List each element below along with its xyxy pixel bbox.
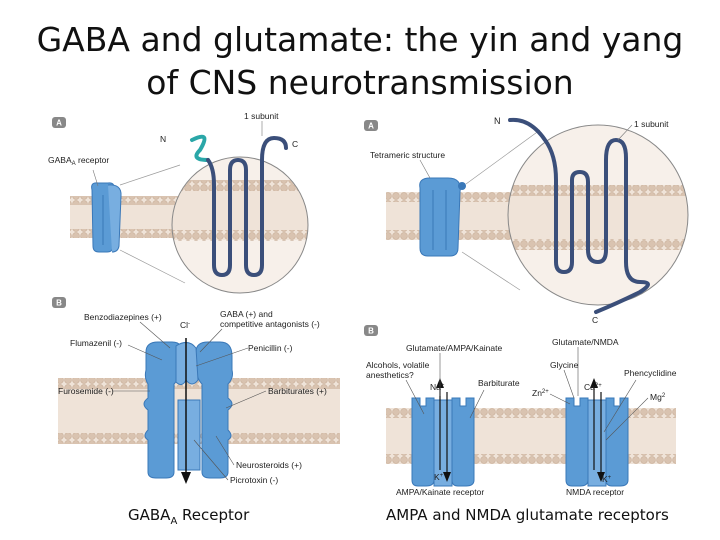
flumazenil-label: Flumazenil (-) [70,338,122,348]
phencyclidine-label: Phencyclidine [624,368,677,378]
mg-label: Mg2 [650,392,666,402]
gaba-line-1: GABA (+) and [220,309,273,319]
right-panel-b: B [364,325,677,497]
na-label: Na+ [430,382,445,392]
left-zoom-circle [172,157,308,293]
title-line-2: of CNS neurotransmission [146,63,574,102]
alcohols-line-2: anesthetics? [366,370,414,380]
furosemide-label: Furosemide (-) [58,386,114,396]
chloride-label: Cl- [180,320,190,330]
tetrameric-label: Tetrameric structure [370,150,445,160]
barbiturate-label: Barbiturate [478,378,520,388]
nmda-receptor-label: NMDA receptor [566,487,624,497]
gaba-a-receptor-label: GABAA receptor [48,155,109,167]
zn-label: Zn2+ [532,388,549,398]
left-panel-b: B Cl- Benzodiazepines (+) GABA (+) and c… [52,297,340,485]
glut-ampa-label: Glutamate/AMPA/Kainate [406,343,502,353]
k-left-label: K+ [434,472,444,482]
right-n-label: N [494,116,501,126]
left-n-label: N [160,134,166,144]
right-zoom-circle [508,125,688,305]
left-subunit-label: 1 subunit [244,111,279,121]
penicillin-label: Penicillin (-) [248,343,293,353]
ampa-receptor-label: AMPA/Kainate receptor [396,487,484,497]
right-panel-a-badge [364,120,378,131]
gaba-a-receptor-small [91,182,122,253]
glycine-label: Glycine [550,360,579,370]
gaba-line-2: competitive antagonists (-) [220,319,320,329]
right-subunit-chain [508,117,650,314]
alcohols-line-1: Alcohols, volatile [366,360,430,370]
left-panel-a: A [48,111,309,294]
slide-title: GABA and glutamate: the yin and yang of … [0,18,720,104]
left-a-membrane [70,196,185,238]
right-panel-b-badge [364,325,378,336]
k-right-label: K+ [602,474,612,484]
n-terminus-chain [190,134,210,162]
picrotoxin-label: Picrotoxin (-) [230,475,278,485]
subunit-chain [206,135,288,278]
ca-label: Ca2+ [584,382,602,392]
right-panel-b-letter: B [368,327,374,336]
panel-b-badge [52,297,66,308]
tetrameric-receptor-small [419,177,466,257]
right-figure: A N 1 subunit [364,116,689,497]
left-figure: A [48,111,340,485]
nmda-receptor [565,397,629,487]
gaba-a-receptor-large [143,341,233,479]
left-caption: GABAA Receptor [128,506,250,527]
left-c-label: C [292,139,298,149]
panel-a-badge [52,117,66,128]
glut-nmda-label: Glutamate/NMDA [552,337,619,347]
barbiturates-label: Barbiturates (+) [268,386,327,396]
benzodiazepines-label: Benzodiazepines (+) [84,312,162,322]
right-c-label: C [592,315,598,325]
right-subunit-label: 1 subunit [634,119,669,129]
panel-b-letter: B [56,299,62,308]
title-line-1: GABA and glutamate: the yin and yang [36,20,684,59]
neurosteroids-label: Neurosteroids (+) [236,460,302,470]
right-caption: AMPA and NMDA glutamate receptors [386,506,669,524]
right-panel-a-letter: A [368,122,374,131]
panel-a-letter: A [56,119,62,128]
right-panel-a: A N 1 subunit [364,116,689,325]
